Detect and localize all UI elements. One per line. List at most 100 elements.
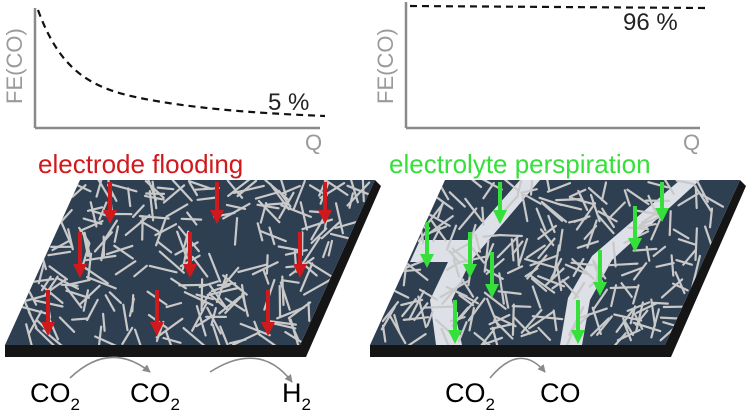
fiber [320, 220, 341, 240]
flooding-arrow [293, 232, 307, 278]
fiber [647, 181, 670, 189]
perspiration-arrow [420, 222, 434, 268]
fiber [632, 247, 658, 252]
fiber [520, 329, 538, 338]
fiber [425, 211, 451, 227]
fiber [496, 235, 520, 259]
fiber [133, 264, 148, 278]
fiber [694, 185, 698, 210]
fiber [530, 277, 548, 292]
fiber [590, 317, 610, 337]
fiber [468, 180, 483, 188]
fiber [264, 180, 290, 201]
fiber [520, 188, 538, 194]
fiber [471, 246, 485, 264]
fiber [650, 308, 661, 339]
fiber [219, 325, 231, 345]
fiber [389, 314, 407, 345]
right-panel: FE(CO) Q 96 % electrolyte perspiration C… [370, 2, 746, 414]
fiber [178, 283, 208, 287]
fiber [237, 263, 268, 274]
fiber [517, 238, 529, 267]
fiber [132, 204, 145, 218]
fiber [480, 336, 504, 345]
left-electrode [5, 180, 381, 357]
fiber [405, 333, 427, 345]
fiber [511, 303, 515, 336]
fiber [483, 291, 507, 310]
fiber [128, 297, 135, 317]
fiber [546, 182, 572, 193]
fiber [485, 258, 505, 275]
fiber [183, 291, 214, 307]
fiber [551, 276, 570, 290]
perspiration-arrow [628, 206, 642, 252]
left-species: CO2 CO2 H2 [30, 356, 311, 414]
fiber [380, 306, 396, 331]
fiber [114, 260, 137, 276]
fiber [40, 284, 64, 304]
fiber [504, 292, 510, 309]
right-conversion-arrow [489, 357, 546, 379]
left-species-co2-in: CO2 [30, 378, 80, 414]
fiber [81, 265, 109, 285]
fiber [60, 283, 79, 287]
fiber [493, 319, 514, 340]
fiber [422, 305, 457, 309]
fiber [103, 219, 119, 241]
fiber [188, 181, 199, 197]
fiber [558, 203, 583, 211]
fiber [426, 215, 454, 236]
fiber [134, 328, 144, 345]
fiber [89, 201, 98, 228]
left-reflection-arrow [69, 356, 151, 379]
fiber [47, 317, 60, 341]
fiber [650, 298, 657, 327]
right-fiber-network [380, 180, 725, 345]
fiber [550, 257, 563, 280]
fiber [576, 240, 600, 249]
fiber [668, 210, 672, 237]
fiber [225, 203, 247, 210]
fiber [127, 187, 132, 208]
right-fe-value-label: 96 % [623, 9, 678, 36]
fiber [113, 244, 134, 260]
fiber [499, 234, 524, 238]
fiber [670, 254, 675, 277]
fiber [239, 322, 271, 337]
fiber [451, 247, 470, 263]
fiber [528, 274, 556, 294]
fiber [334, 220, 358, 230]
fiber [206, 286, 240, 296]
fiber [265, 254, 269, 275]
fiber [511, 240, 524, 256]
right-species-co2-in: CO2 [445, 378, 495, 414]
fiber [708, 207, 714, 229]
perspiration-arrow [571, 300, 585, 344]
fiber [638, 215, 661, 227]
flooding-arrow [261, 290, 275, 336]
fiber [473, 180, 503, 191]
fiber [155, 217, 167, 247]
fiber [222, 202, 251, 220]
fiber [94, 335, 120, 345]
fiber [622, 320, 633, 342]
fiber [83, 231, 92, 260]
fiber [105, 244, 134, 256]
fiber [299, 201, 309, 231]
fiber [539, 228, 555, 247]
fiber [672, 228, 690, 240]
fiber [400, 298, 424, 307]
fiber [600, 181, 608, 202]
fiber [620, 266, 644, 277]
fiber [458, 294, 475, 307]
perspiration-arrow [493, 182, 507, 224]
fiber [195, 293, 215, 301]
flooding-arrow [150, 290, 164, 336]
fiber [71, 184, 87, 198]
fiber [182, 327, 206, 345]
fiber [210, 307, 217, 326]
fiber [121, 326, 134, 345]
fiber [259, 201, 268, 224]
fiber [573, 215, 591, 223]
